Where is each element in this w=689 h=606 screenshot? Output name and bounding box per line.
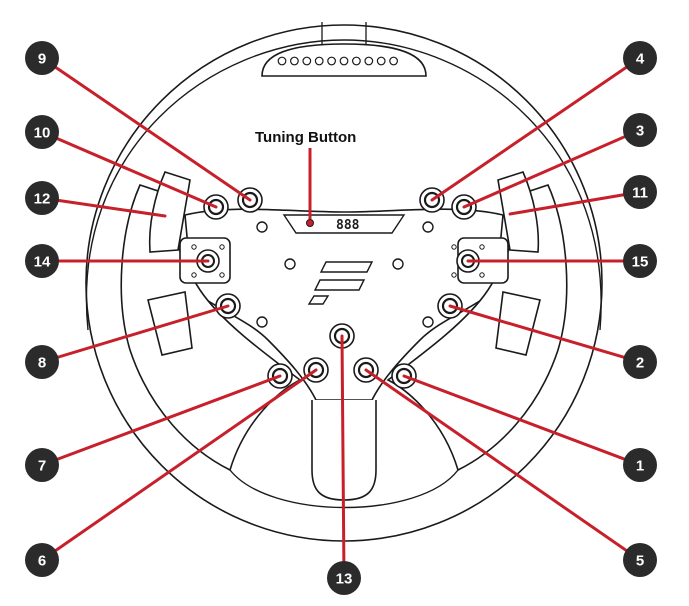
callout-badge-13: 13: [327, 561, 361, 595]
callout-number: 1: [636, 458, 644, 475]
callout-number: 4: [636, 51, 645, 68]
small-screw: [256, 316, 268, 328]
callout-number: 2: [636, 355, 644, 372]
rev-led: [339, 56, 349, 66]
callout-badge-3: 3: [623, 113, 657, 147]
callout-number: 9: [38, 51, 46, 68]
callout-badge-5: 5: [623, 543, 657, 577]
callout-badge-12: 12: [25, 181, 59, 215]
tuning-button[interactable]: [306, 219, 314, 227]
callout-badge-1: 1: [623, 448, 657, 482]
small-screw: [422, 316, 434, 328]
callout-number: 5: [636, 553, 644, 570]
callout-number: 10: [34, 125, 51, 142]
small-screw: [392, 258, 404, 270]
callout-leader-4: [430, 56, 642, 202]
rev-led-row: [277, 56, 399, 66]
rev-led: [302, 56, 312, 66]
callout-badge-15: 15: [623, 244, 657, 278]
callout-number: 8: [38, 355, 46, 372]
callout-number: 12: [34, 191, 51, 208]
callout-badge-11: 11: [623, 175, 657, 209]
callout-leader-8: [40, 304, 230, 364]
wheel-controls: [191, 187, 485, 389]
callout-leader-1: [402, 374, 642, 467]
rev-led: [364, 56, 374, 66]
brand-logo: [307, 261, 374, 305]
callout-number: 3: [636, 123, 644, 140]
steering-wheel: [85, 22, 603, 542]
small-screw: [256, 221, 268, 233]
callout-number: 11: [632, 185, 648, 202]
callout-leader-9: [40, 56, 252, 202]
right-lower-paddle: [495, 291, 541, 356]
rev-led: [314, 56, 324, 66]
callout-leader-lines: [40, 56, 642, 580]
callout-number: 15: [632, 254, 649, 271]
callout-badge-2: 2: [623, 345, 657, 379]
rev-led: [376, 56, 386, 66]
callout-badge-7: 7: [25, 448, 59, 482]
callout-number: 13: [336, 571, 353, 588]
callout-leader-7: [40, 374, 282, 467]
callout-badge-14: 14: [25, 244, 59, 278]
callout-number: 7: [38, 458, 46, 475]
small-screw: [284, 258, 296, 270]
small-screw: [422, 221, 434, 233]
callout-number: 14: [34, 254, 51, 271]
callout-leader-3: [462, 128, 642, 209]
callout-leader-12: [40, 196, 167, 218]
rev-led: [389, 56, 399, 66]
wheel-rim-inner-upper: [85, 39, 602, 331]
callout-leader-11: [508, 190, 642, 216]
rev-led: [327, 56, 337, 66]
callout-leader-10: [40, 130, 218, 209]
rev-led: [290, 56, 299, 66]
callout-leader-2: [448, 304, 642, 364]
callout-badge-8: 8: [25, 345, 59, 379]
callout-badge-4: 4: [623, 41, 657, 75]
callout-badge-6: 6: [25, 543, 59, 577]
callout-badge-9: 9: [25, 41, 59, 75]
display-digits: 888: [336, 218, 360, 233]
tuning-button-label: Tuning Button: [255, 129, 356, 146]
hub-plate: [184, 208, 504, 401]
display-window: [282, 214, 406, 234]
rev-led: [277, 56, 287, 66]
callout-leader-6: [40, 368, 318, 562]
callout-badge-10: 10: [25, 115, 59, 149]
rev-led: [352, 56, 361, 66]
encoder-14[interactable]: [191, 244, 225, 278]
callout-number: 6: [38, 553, 46, 570]
callout-leader-5: [364, 368, 642, 562]
callout-leader-13: [340, 334, 346, 580]
